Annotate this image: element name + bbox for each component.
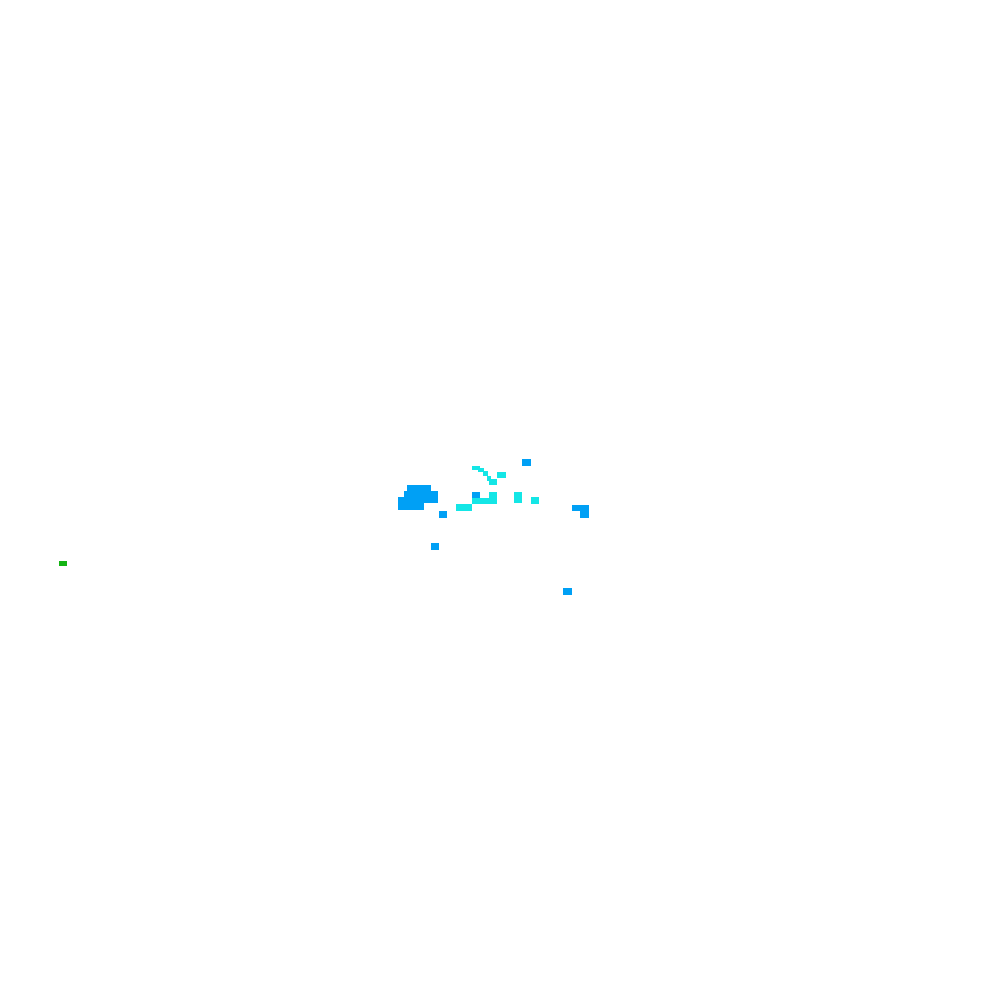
echo-cell-blue	[407, 485, 431, 491]
echo-cell-blue	[424, 497, 438, 503]
echo-cell-cyan	[489, 492, 497, 498]
echo-cell-cyan	[472, 498, 497, 504]
echo-cell-blue	[472, 492, 480, 499]
echo-cell-blue	[431, 543, 439, 550]
echo-cell-cyan	[514, 492, 522, 503]
echo-cell-cyan	[483, 471, 488, 476]
echo-cell-blue	[522, 459, 531, 466]
echo-cell-cyan	[497, 472, 506, 478]
echo-cell-cyan	[456, 504, 472, 511]
echo-cell-blue	[398, 503, 424, 510]
echo-cell-blue	[580, 511, 589, 518]
echo-cell-blue	[404, 491, 438, 497]
precipitation-cells	[59, 459, 589, 595]
echo-cell-green	[59, 561, 67, 566]
echo-cell-cyan	[472, 466, 480, 470]
echo-cell-blue	[572, 505, 589, 511]
echo-cell-cyan	[489, 479, 497, 485]
echo-cell-blue	[439, 511, 447, 518]
echo-cell-cyan	[478, 468, 484, 472]
echo-cell-cyan	[487, 476, 491, 481]
echo-cell-blue	[563, 588, 572, 595]
echo-cell-blue	[398, 497, 424, 503]
echo-cell-cyan	[531, 497, 539, 504]
